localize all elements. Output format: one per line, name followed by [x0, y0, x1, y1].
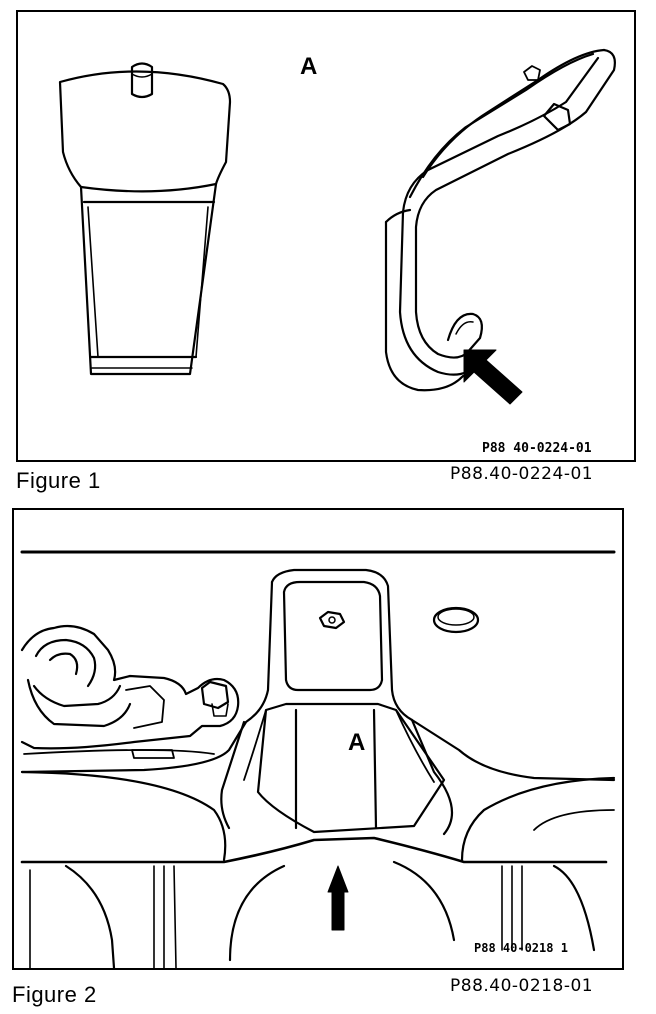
figure-2-drawing: A P88 40-0218 1	[20, 550, 616, 968]
figure-2-panel: A P88 40-0218 1	[12, 508, 624, 970]
upward-arrow	[327, 865, 349, 931]
figure-1-drawing: A P88 40-0224-01	[58, 48, 616, 456]
figure-1-panel: A P88 40-0224-01	[16, 10, 636, 462]
figure-1-part-number: P88.40-0224-01	[450, 464, 594, 484]
inner-reference-number: P88 40-0218 1	[474, 941, 568, 955]
figure-2-part-number: P88.40-0218-01	[450, 976, 594, 996]
central-mount	[20, 568, 616, 836]
lower-cradle	[29, 860, 596, 968]
figure-2-caption: Figure 2	[12, 982, 97, 1007]
inner-reference-number: P88 40-0224-01	[482, 441, 592, 456]
label-a: A	[348, 729, 365, 756]
pointer-arrow	[463, 349, 523, 405]
figure-1-caption: Figure 1	[16, 468, 101, 493]
left-bracket-assembly	[20, 624, 240, 759]
tapered-cover	[58, 62, 232, 376]
curved-bracket	[384, 48, 616, 392]
label-a: A	[300, 53, 317, 80]
